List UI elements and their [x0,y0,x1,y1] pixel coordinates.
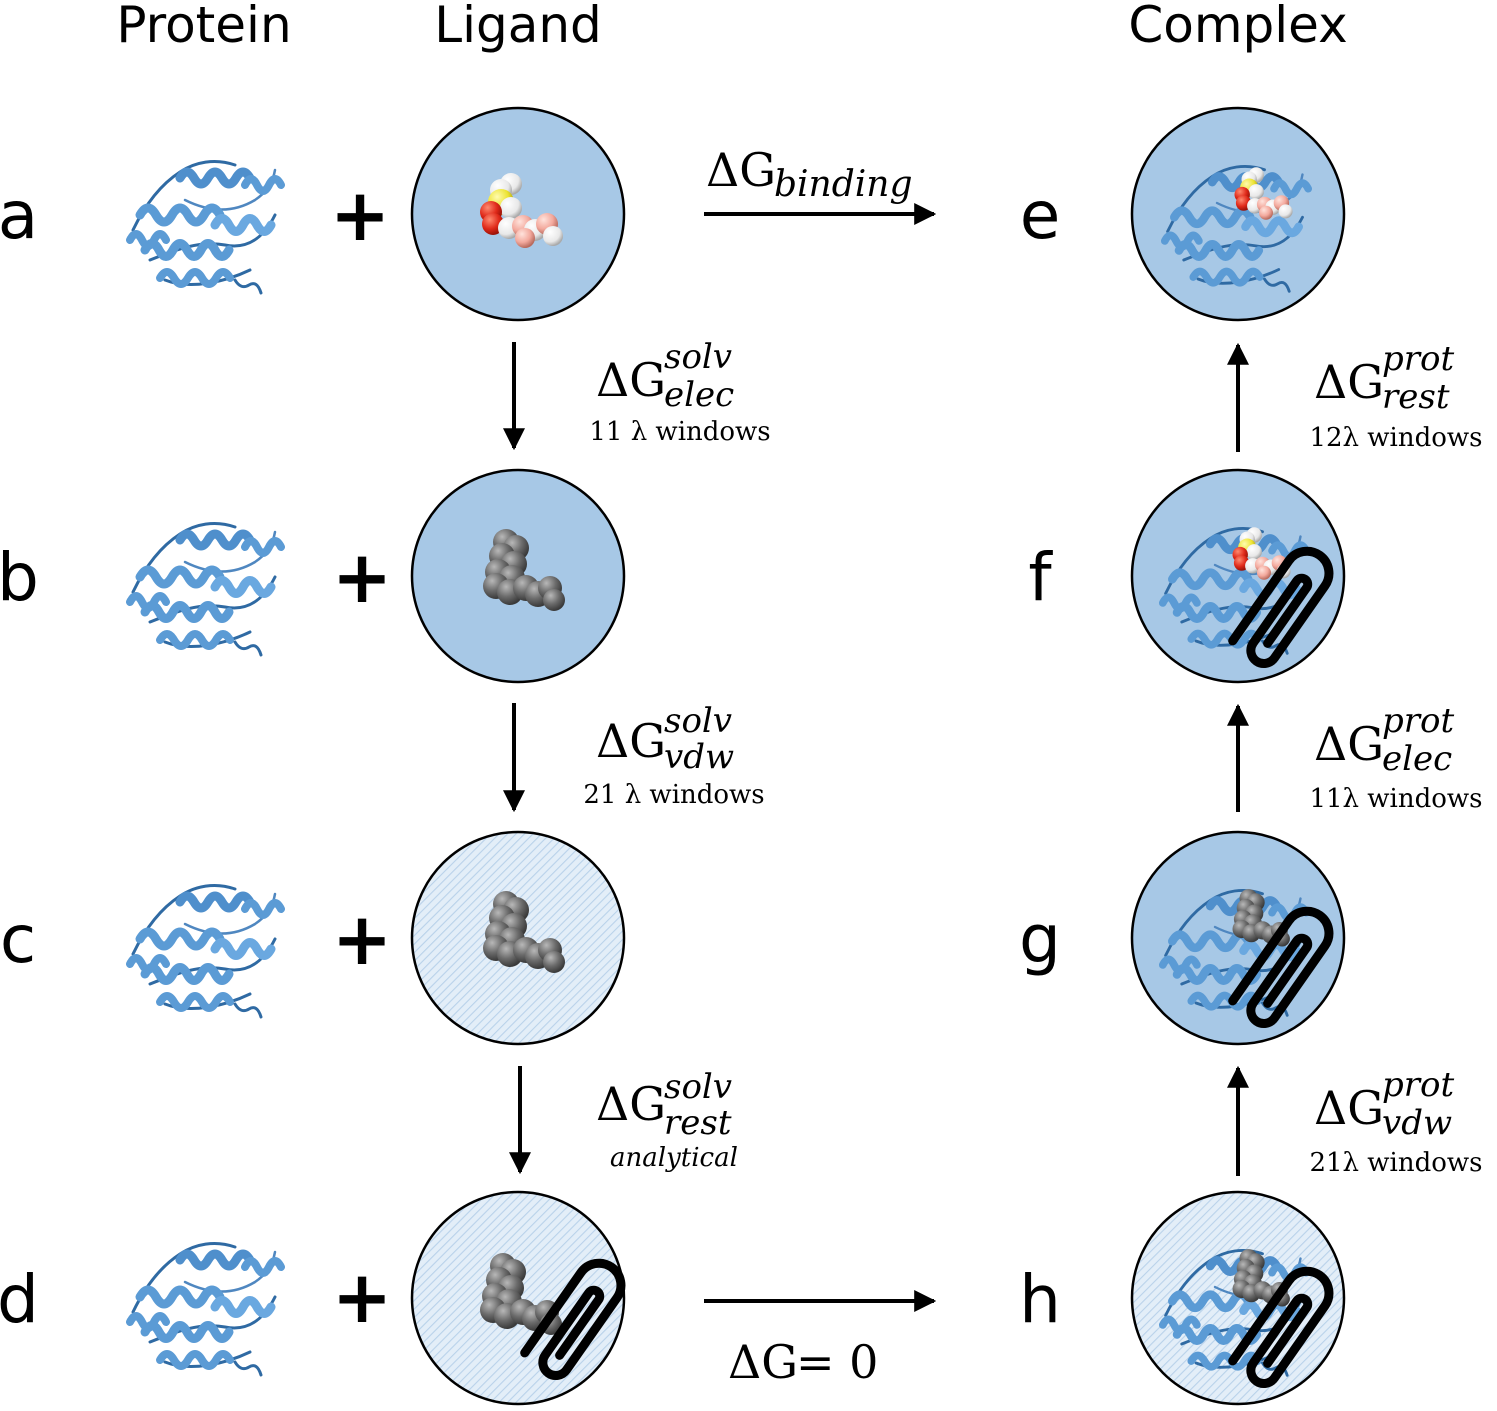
delta-g: ΔG [596,1077,666,1131]
label-dg-zero: ΔG = 0 [728,1335,878,1389]
row-label-f: f [1028,539,1053,616]
header-protein: Protein [116,0,291,54]
subscript: elec [664,375,734,415]
row-label-g: g [1019,901,1061,978]
label-dg-prot-elec: ΔG prot elec 11λ windows [1309,701,1482,814]
subscript: rest [1382,377,1450,417]
state-f-complex-restrained [1130,468,1346,684]
subscript: binding [774,164,913,205]
subscript: vdw [1382,1103,1452,1143]
row-label-b: b [0,539,39,616]
superscript: solv [664,1067,732,1107]
row-label-a: a [0,177,38,254]
plus-sign: + [332,535,392,619]
lambda-windows-note: 12λ windows [1309,423,1482,453]
row-label-c: c [0,901,36,978]
protein-ribbon-icon [130,885,281,1017]
label-dg-solv-vdw: ΔG solv vdw 21 λ windows [583,701,764,810]
subscript: rest [664,1103,732,1143]
analytical-note: analytical [610,1143,738,1173]
delta-g: ΔG [1314,1081,1384,1135]
state-d-ligand-restrained [410,1190,630,1406]
plus-sign: + [332,897,392,981]
state-e-complex [1130,106,1346,322]
plus-sign: + [330,173,390,257]
protein-ribbon-icon [130,1243,281,1375]
state-g-complex-uncharged [1130,830,1346,1046]
subscript: vdw [664,737,734,777]
row-label-e: e [1020,177,1061,254]
delta-g: ΔG [706,143,776,197]
superscript: prot [1382,339,1454,379]
label-dg-solv-rest: ΔG solv rest analytical [596,1067,738,1173]
protein-ribbon-icon [130,523,281,655]
superscript: prot [1382,1065,1454,1105]
equals-zero: = 0 [796,1335,878,1389]
superscript: solv [664,701,732,741]
state-c-ligand-decoupled [410,830,626,1046]
lambda-windows-note: 21 λ windows [583,780,764,810]
header-complex: Complex [1128,0,1347,54]
protein-ribbon-icon [130,161,281,293]
header-ligand: Ligand [434,0,602,54]
delta-g: ΔG [1314,355,1384,409]
state-b-ligand-uncharged [410,468,626,684]
lambda-windows-note: 11 λ windows [589,417,770,447]
delta-g: ΔG [1314,717,1384,771]
label-dg-prot-vdw: ΔG prot vdw 21λ windows [1309,1065,1482,1178]
label-dg-binding: ΔG binding [706,143,913,205]
state-h-complex-decoupled [1130,1190,1346,1406]
row-label-d: d [0,1261,39,1338]
state-a-ligand-in-solvent [410,106,626,322]
delta-g: ΔG [596,714,666,768]
delta-g: ΔG [728,1335,798,1389]
row-label-h: h [1019,1261,1061,1338]
lambda-windows-note: 11λ windows [1309,784,1482,814]
superscript: solv [664,337,732,377]
plus-sign: + [332,1255,392,1339]
label-dg-prot-rest: ΔG prot rest 12λ windows [1309,339,1482,453]
delta-g: ΔG [596,353,666,407]
label-dg-solv-elec: ΔG solv elec 11 λ windows [589,337,770,447]
subscript: elec [1382,739,1452,779]
lambda-windows-note: 21λ windows [1309,1148,1482,1178]
superscript: prot [1382,701,1454,741]
